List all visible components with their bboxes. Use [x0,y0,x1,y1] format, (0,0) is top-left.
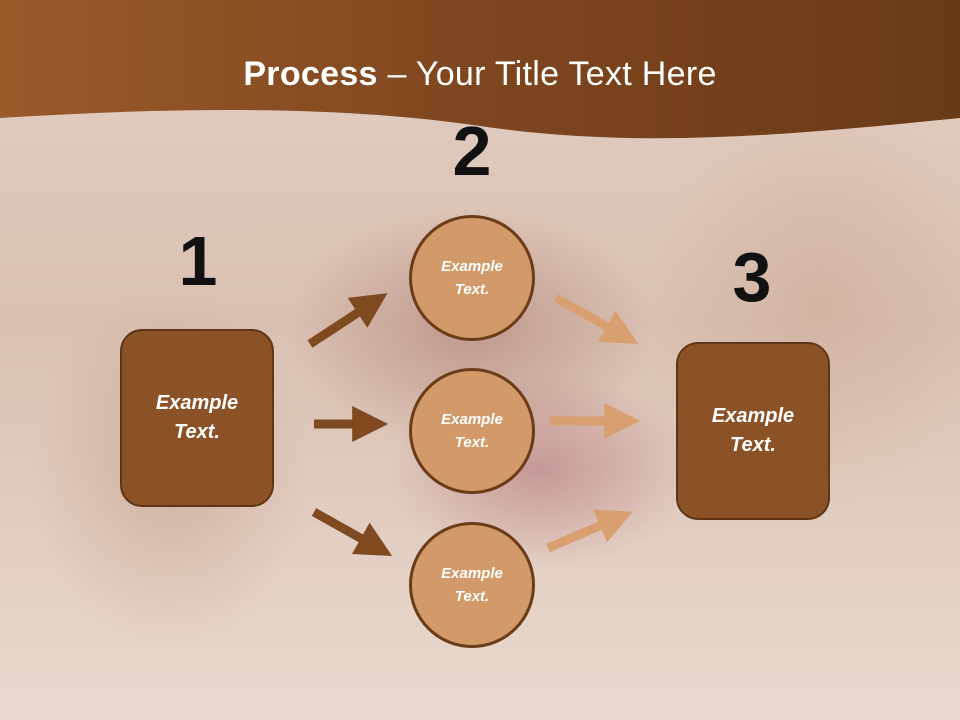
left-box: Example Text. [120,329,274,507]
step-number-3: 3 [732,238,772,316]
circle-3: Example Text. [409,522,535,648]
title-banner [0,0,960,139]
slide-title: Process – Your Title Text Here [0,52,960,96]
arrow-from-circle-3 [546,509,633,553]
step-number-2: 2 [452,112,492,190]
circle-3-text: Example Text. [441,565,503,605]
right-box: Example Text. [676,342,830,520]
title-bold: Process [243,55,378,93]
right-box-text: Example Text. [711,405,795,456]
circle-1: Example Text. [409,215,535,341]
circle-1-text: Example Text. [441,258,503,298]
arrow-to-circle-1 [307,293,388,348]
arrow-from-circle-1 [553,294,639,344]
left-box-text: Example Text. [155,392,239,443]
step-number-1: 1 [178,222,218,300]
arrow-to-circle-3 [311,508,393,556]
circle-2: Example Text. [409,368,535,494]
title-rest: – Your Title Text Here [377,55,717,93]
circle-2-text: Example Text. [441,411,503,451]
